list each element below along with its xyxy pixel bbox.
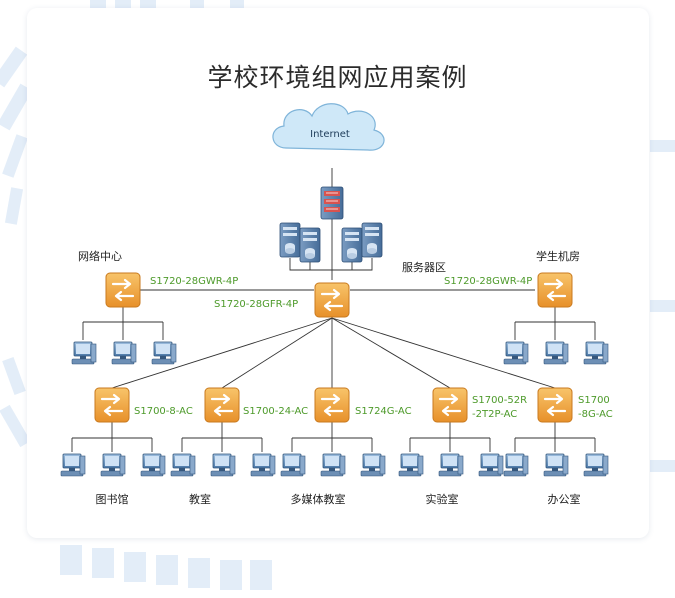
classroom-label: 教室 [189,492,211,506]
server-zone-label: 服务器区 [402,261,446,274]
pc-icon [583,341,609,365]
pc-icon [250,453,276,477]
laboratory-switch-model-line2: -2T2P-AC [472,409,517,420]
pc-icon [320,453,346,477]
office-switch-icon [536,386,574,424]
internet-label: Internet [310,129,350,140]
pc-icon [71,341,97,365]
office-switch-model-line1: S1700 [578,395,610,406]
server-icon [341,227,363,263]
library-switch-icon [93,386,131,424]
pc-icon [280,453,306,477]
internet-cloud: Internet [272,103,385,151]
core-switch-icon [313,281,351,319]
pc-icon [438,453,464,477]
pc-icon [543,453,569,477]
pc-icon [478,453,504,477]
pc-icon [60,453,86,477]
pc-icon [398,453,424,477]
pc-icon [583,453,609,477]
pc-icon [503,341,529,365]
server-icon [279,222,301,258]
classroom-switch-icon [203,386,241,424]
left-link-model: S1720-28GWR-4P [150,276,238,287]
pc-icon [111,341,137,365]
connection-lines [71,168,596,452]
network-center-switch-icon [104,271,142,309]
right-link-model: S1720-28GWR-4P [444,276,532,287]
server-icon [299,227,321,263]
student-lab-label: 学生机房 [536,249,580,263]
multimedia-switch-model: S1724G-AC [355,406,412,417]
network-center-label: 网络中心 [78,249,122,263]
pc-icon [140,453,166,477]
multimedia-switch-icon [313,386,351,424]
pc-icon [100,453,126,477]
student-lab-switch-icon [536,271,574,309]
pc-icon [170,453,196,477]
pc-icon [503,453,529,477]
classroom-switch-model: S1700-24-AC [243,406,308,417]
pc-icon [151,341,177,365]
laboratory-switch-model-line1: S1700-52R [472,395,527,406]
library-label: 图书馆 [96,492,129,506]
pc-icon [360,453,386,477]
library-switch-model: S1700-8-AC [134,406,193,417]
laboratory-switch-icon [431,386,469,424]
pc-icon [210,453,236,477]
core-switch-model: S1720-28GFR-4P [214,299,298,310]
multimedia-label: 多媒体教室 [291,492,346,506]
office-switch-model-line2: -8G-AC [578,409,613,420]
page-title: 学校环境组网应用案例 [207,63,468,92]
pc-icon [543,341,569,365]
office-label: 办公室 [548,492,581,506]
firewall-icon [320,186,344,220]
laboratory-label: 实验室 [426,492,459,506]
server-icon [361,222,383,258]
